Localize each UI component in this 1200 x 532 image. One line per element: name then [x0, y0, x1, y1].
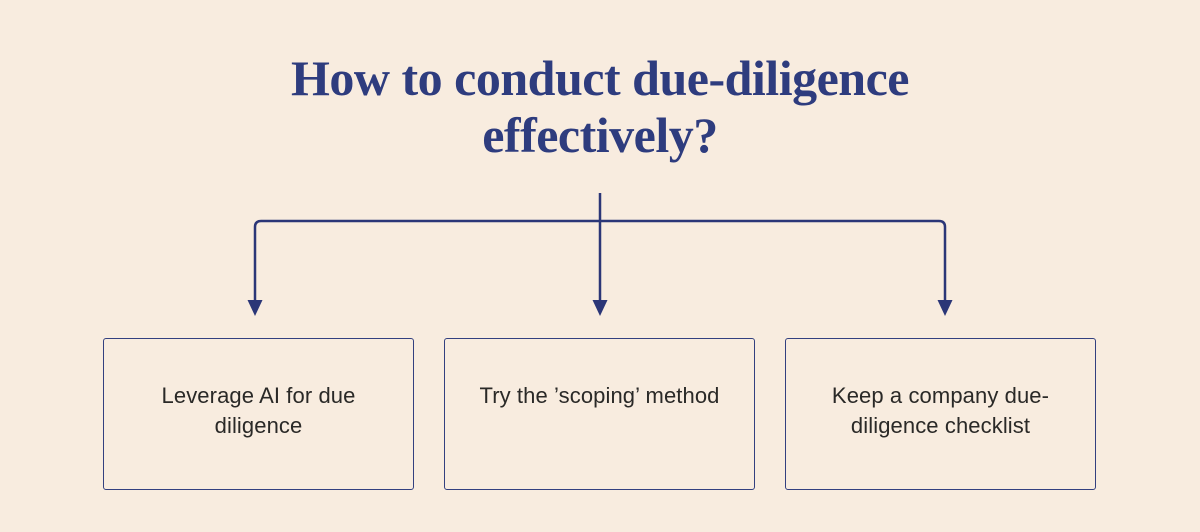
option-box-leverage-ai: Leverage AI for due diligence [103, 338, 414, 490]
title-line-2: effectively? [482, 107, 718, 163]
option-label: Keep a company due-diligence checklist [831, 383, 1050, 438]
arrow-down-icon-right [937, 300, 953, 316]
option-box-dd-checklist: Keep a company due-diligence checklist [785, 338, 1096, 490]
option-label: Leverage AI for due diligence [161, 383, 356, 438]
arrow-down-icon-left [247, 300, 263, 316]
option-label: Try the ’scoping’ method [479, 383, 720, 408]
arrow-down-icon-center [592, 300, 608, 316]
page-title: How to conduct due-diligence effectively… [0, 50, 1200, 164]
connector-bracket [253, 219, 947, 301]
title-line-1: How to conduct due-diligence [291, 50, 909, 106]
option-box-scoping-method: Try the ’scoping’ method [444, 338, 755, 490]
